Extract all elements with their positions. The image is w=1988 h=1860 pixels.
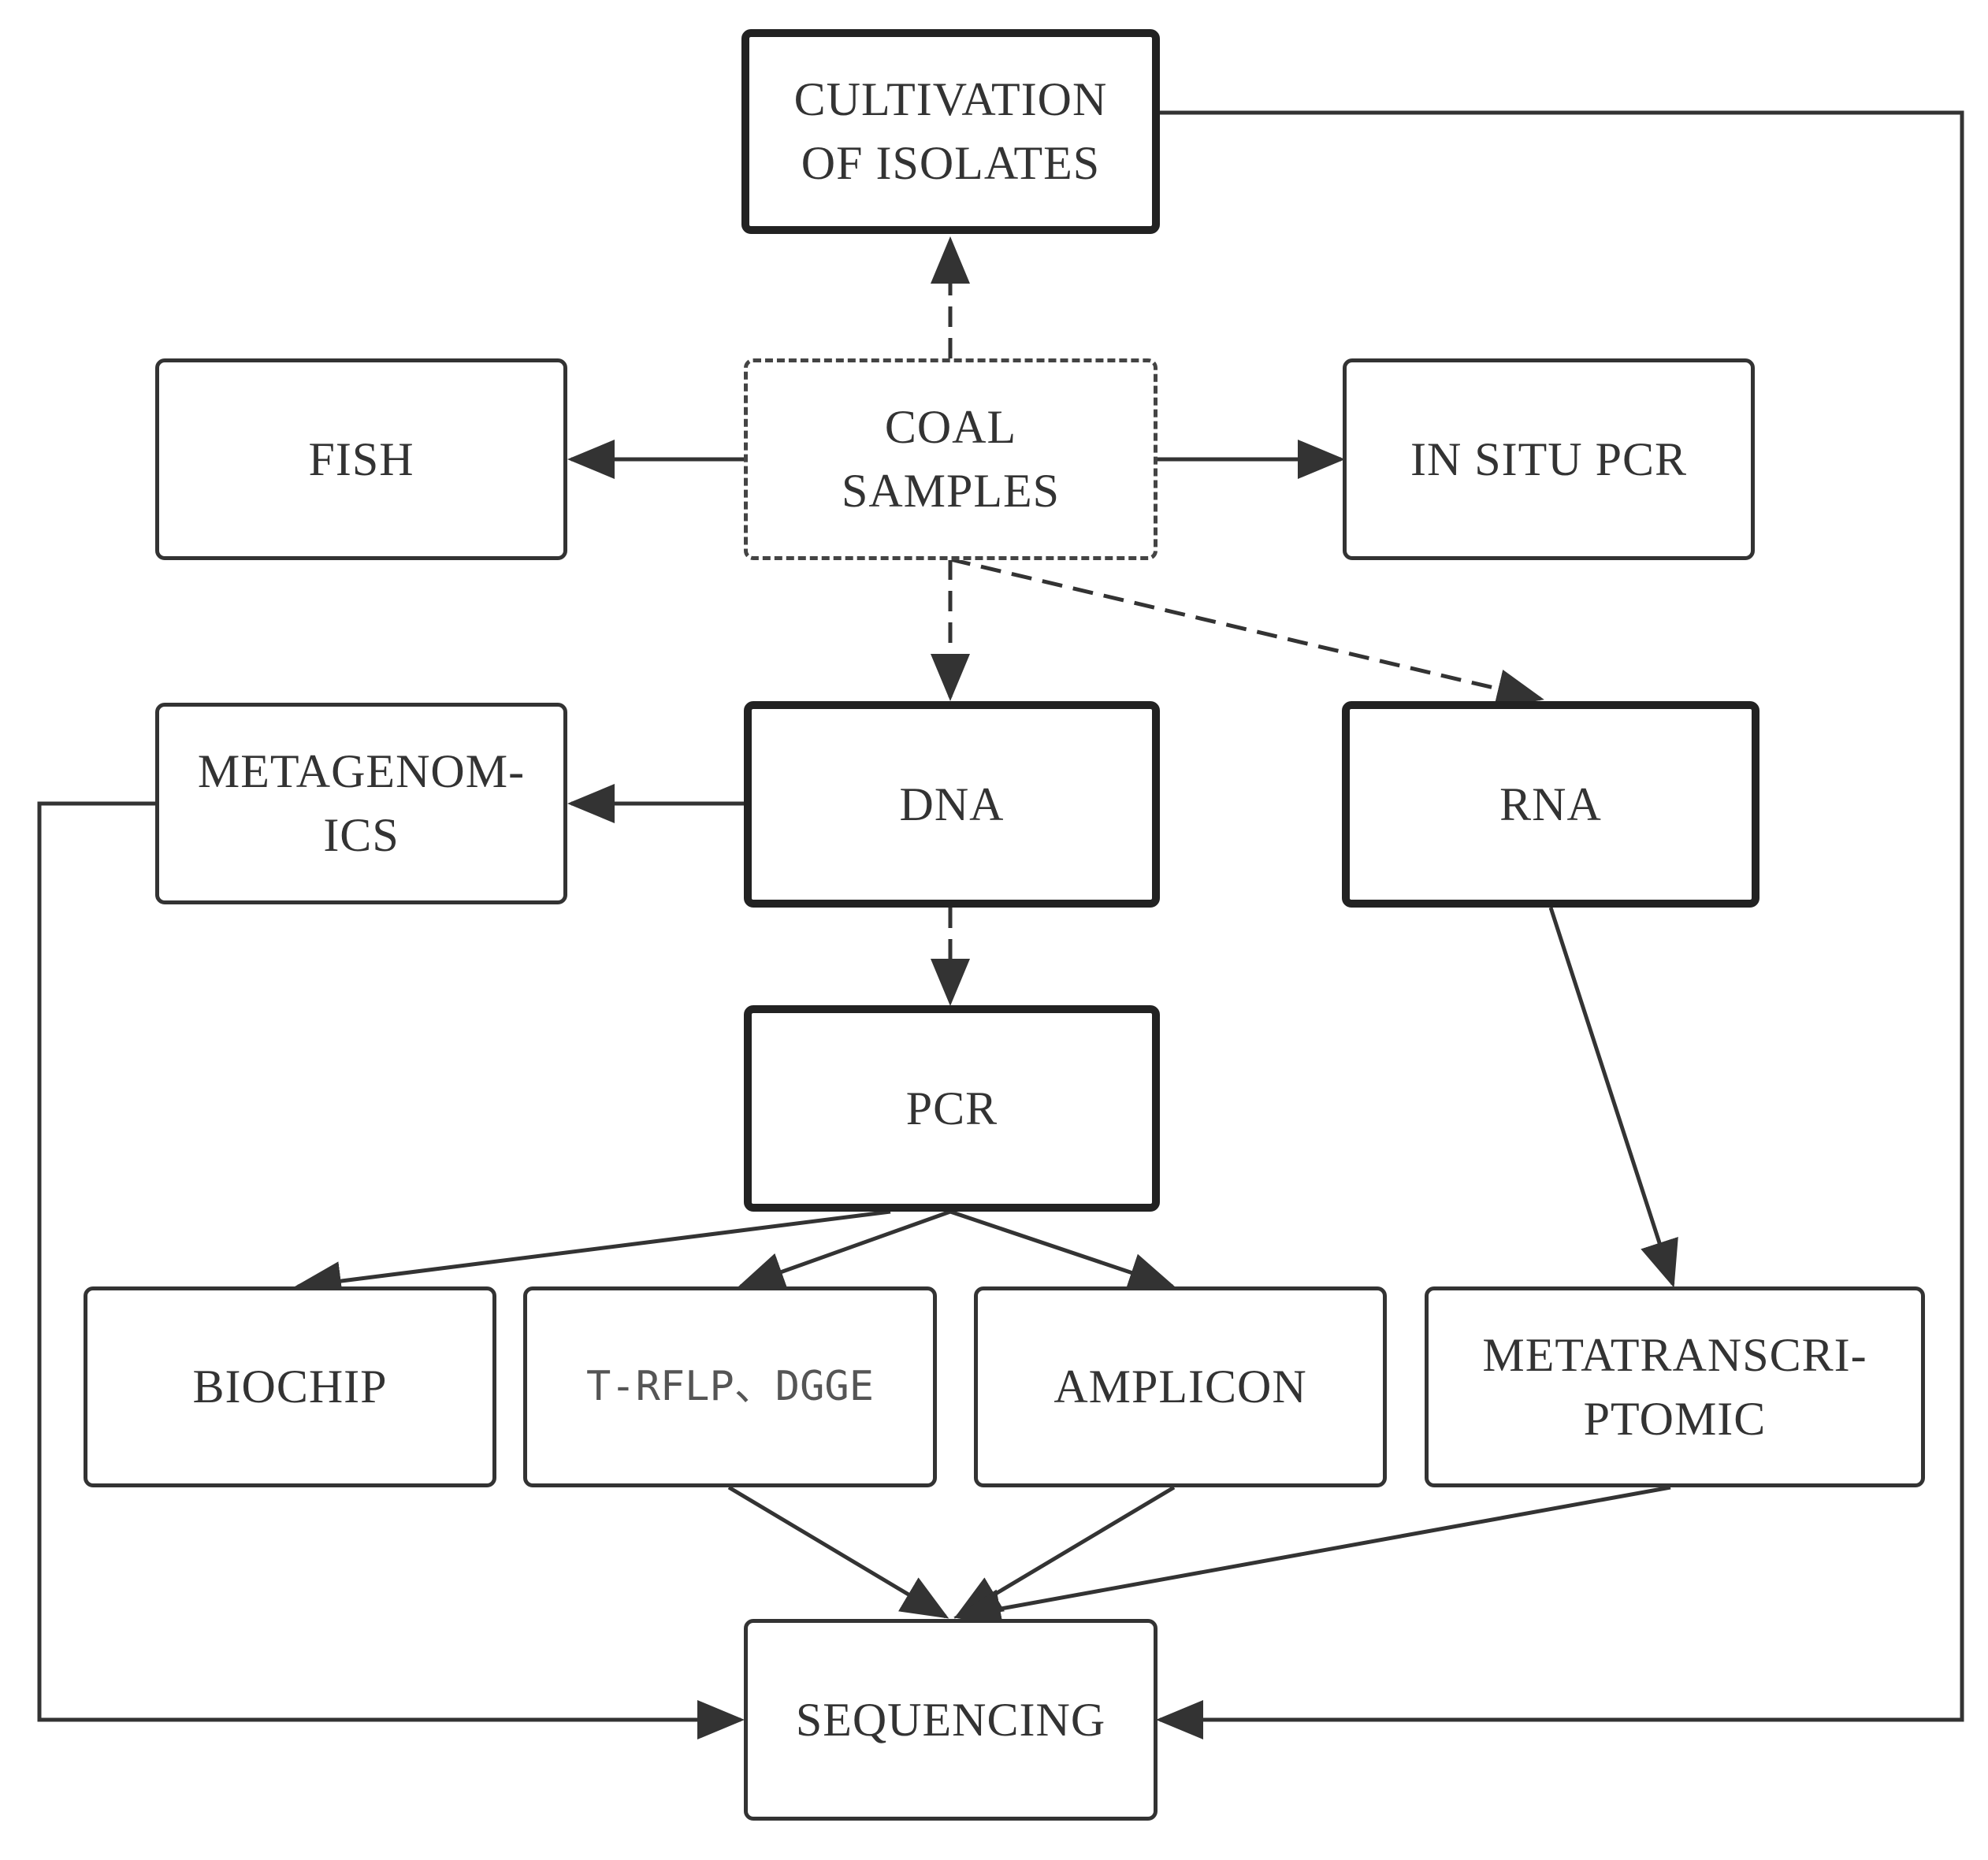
edge-cultivation-to-sequencing — [1156, 110, 1964, 1739]
node-coal-samples: COAL SAMPLES — [744, 358, 1157, 560]
node-rna: RNA — [1342, 701, 1759, 908]
edge-rna-to-metatranscriptomic — [1548, 907, 1678, 1288]
node-trflp-dgge: T-RFLP、DGGE — [523, 1286, 937, 1487]
node-pcr: PCR — [744, 1005, 1160, 1212]
node-in-situ-pcr: IN SITU PCR — [1343, 358, 1755, 560]
edge-coal-to-rna — [949, 557, 1544, 708]
node-amplicon-label: AMPLICON — [1053, 1361, 1307, 1413]
node-biochip-label: BIOCHIP — [192, 1361, 388, 1413]
node-rna-label: RNA — [1499, 778, 1602, 830]
node-sequencing-label: SEQUENCING — [795, 1693, 1106, 1746]
node-dna: DNA — [744, 701, 1160, 908]
edge-pcr-to-biochip — [294, 1209, 891, 1301]
node-biochip: BIOCHIP — [84, 1286, 496, 1487]
node-fish: FISH — [155, 358, 567, 560]
node-coal-line1: COAL — [884, 401, 1017, 453]
edge-metagenomics-to-sequencing — [37, 801, 745, 1739]
node-in-situ-pcr-label: IN SITU PCR — [1410, 433, 1688, 485]
node-metatranscriptomic-line2: PTOMIC — [1583, 1392, 1767, 1445]
node-dna-label: DNA — [899, 778, 1005, 830]
node-cultivation-of-isolates: CULTIVATION OF ISOLATES — [741, 29, 1160, 234]
node-pcr-label: PCR — [905, 1082, 998, 1134]
node-trflp-dgge-label: T-RFLP、DGGE — [585, 1363, 875, 1411]
node-sequencing: SEQUENCING — [744, 1619, 1157, 1821]
node-coal-line2: SAMPLES — [841, 465, 1061, 517]
node-metagenomics-line2: ICS — [323, 809, 399, 861]
node-amplicon: AMPLICON — [974, 1286, 1387, 1487]
node-fish-label: FISH — [308, 433, 414, 485]
edge-pcr-to-amplicon — [949, 1209, 1176, 1292]
node-cultivation-line2: OF ISOLATES — [801, 137, 1101, 189]
node-metatranscriptomic: METATRANSCRI- PTOMIC — [1425, 1286, 1925, 1487]
node-metatranscriptomic-line1: METATRANSCRI- — [1482, 1328, 1867, 1381]
edge-pcr-to-trflp — [737, 1209, 951, 1291]
edge-metatranscriptomic-to-sequencing — [953, 1485, 1671, 1628]
node-cultivation-line1: CULTIVATION — [793, 73, 1108, 125]
edge-trflp-to-sequencing — [727, 1485, 949, 1619]
node-metagenomics-line1: METAGENOM- — [197, 745, 526, 797]
node-metagenomics: METAGENOM- ICS — [155, 703, 567, 904]
